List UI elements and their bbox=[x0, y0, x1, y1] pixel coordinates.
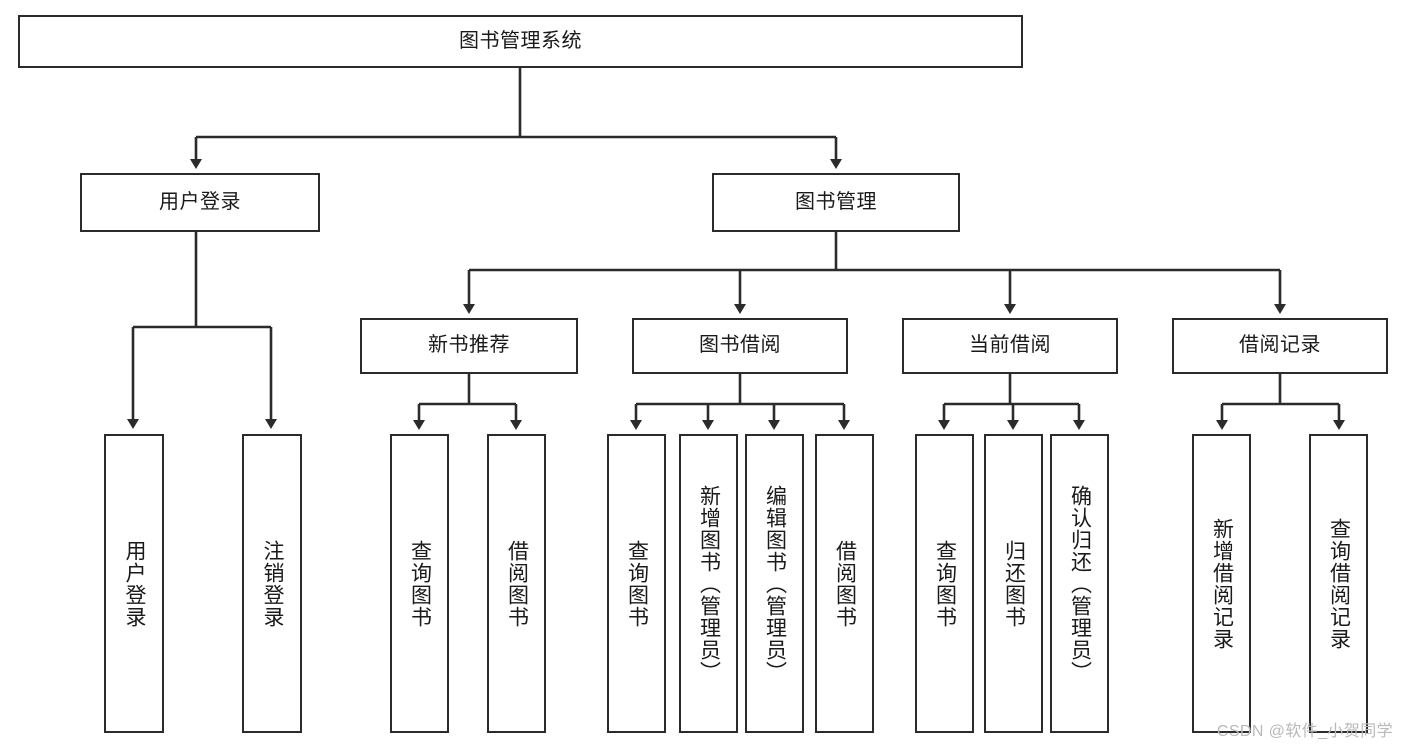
leaf-current-confirm-return-admin[interactable]: 确认归还（管理员） bbox=[1050, 434, 1109, 733]
node-book-management[interactable]: 图书管理 bbox=[712, 173, 960, 232]
leaf-record-add-record[interactable]: 新增借阅记录 bbox=[1192, 434, 1251, 733]
node-label: 借阅图书 bbox=[505, 539, 529, 628]
node-label: 借阅图书 bbox=[833, 539, 857, 628]
node-label: 图书管理系统 bbox=[459, 29, 582, 52]
node-book-borrow[interactable]: 图书借阅 bbox=[632, 318, 848, 374]
leaf-borrow-borrow-book[interactable]: 借阅图书 bbox=[815, 434, 874, 733]
leaf-current-return-book[interactable]: 归还图书 bbox=[984, 434, 1043, 733]
leaf-borrow-query-book[interactable]: 查询图书 bbox=[607, 434, 666, 733]
node-label: 借阅记录 bbox=[1239, 334, 1321, 357]
node-label: 新增借阅记录 bbox=[1210, 517, 1234, 650]
node-label: 用户登录 bbox=[159, 190, 241, 213]
node-label: 查询图书 bbox=[625, 539, 649, 628]
leaf-recommend-borrow-book[interactable]: 借阅图书 bbox=[487, 434, 546, 733]
leaf-recommend-query-book[interactable]: 查询图书 bbox=[390, 434, 449, 733]
watermark: CSDN @软件_小贺同学 bbox=[1216, 723, 1393, 740]
node-label: 查询图书 bbox=[408, 539, 432, 628]
leaf-borrow-add-book-admin[interactable]: 新增图书（管理员） bbox=[679, 434, 738, 733]
node-user-login[interactable]: 用户登录 bbox=[80, 173, 320, 232]
node-label: 归还图书 bbox=[1002, 539, 1026, 628]
leaf-user-login-login[interactable]: 用户登录 bbox=[104, 434, 164, 733]
node-label: 确认归还（管理员） bbox=[1068, 484, 1092, 683]
leaf-record-query-record[interactable]: 查询借阅记录 bbox=[1309, 434, 1368, 733]
leaf-borrow-edit-book-admin[interactable]: 编辑图书（管理员） bbox=[745, 434, 804, 733]
node-label: 用户登录 bbox=[123, 539, 147, 628]
node-borrow-record[interactable]: 借阅记录 bbox=[1172, 318, 1388, 374]
node-current-borrow[interactable]: 当前借阅 bbox=[902, 318, 1118, 374]
leaf-user-login-logout[interactable]: 注销登录 bbox=[242, 434, 302, 733]
node-label: 新书推荐 bbox=[428, 334, 510, 357]
node-label: 编辑图书（管理员） bbox=[763, 484, 787, 683]
node-label: 图书管理 bbox=[795, 190, 877, 213]
node-label: 查询图书 bbox=[933, 539, 957, 628]
node-label: 查询借阅记录 bbox=[1327, 517, 1351, 650]
node-label: 注销登录 bbox=[261, 539, 285, 628]
node-label: 新增图书（管理员） bbox=[697, 484, 721, 683]
node-new-book-recommend[interactable]: 新书推荐 bbox=[360, 318, 578, 374]
leaf-current-query-book[interactable]: 查询图书 bbox=[915, 434, 974, 733]
node-label: 图书借阅 bbox=[699, 334, 781, 357]
node-label: 当前借阅 bbox=[969, 334, 1051, 357]
node-root-system[interactable]: 图书管理系统 bbox=[18, 15, 1023, 68]
